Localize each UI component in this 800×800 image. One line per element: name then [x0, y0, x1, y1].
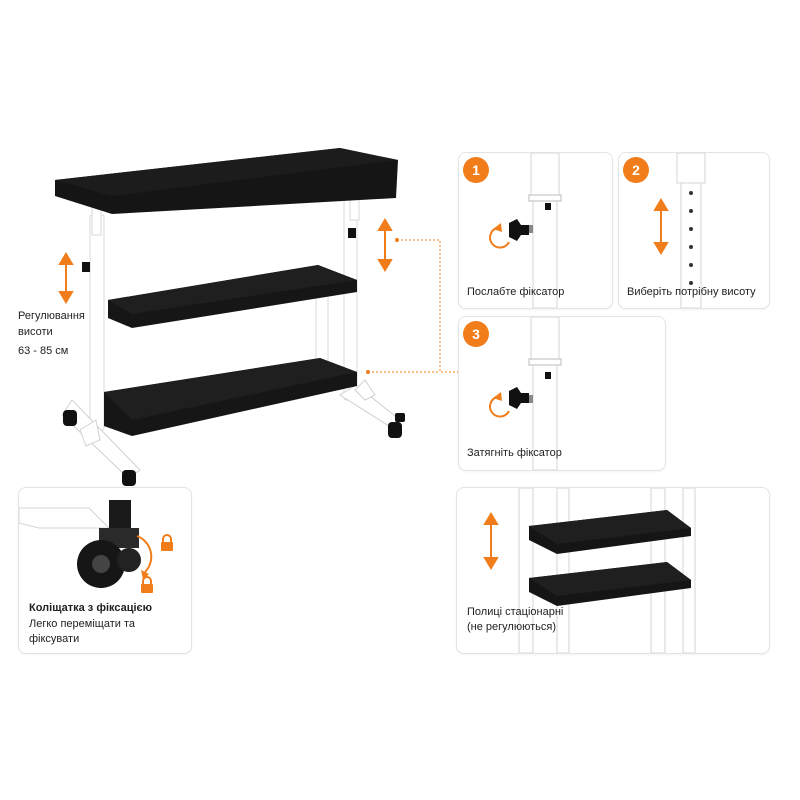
lock-icon	[161, 534, 173, 551]
wheels-drawing	[19, 500, 173, 593]
step-3-panel: 3 Затягніть фіксатор	[458, 316, 666, 471]
step-2-caption: Виберіть потрібну висоту	[627, 286, 756, 298]
step-3-caption: Затягніть фіксатор	[467, 447, 562, 459]
lock-icon	[141, 576, 153, 593]
wheels-subtitle: Легко переміщати та фіксувати	[29, 618, 135, 645]
step-1-badge: 1	[463, 157, 489, 183]
step-1-caption: Послабте фіксатор	[467, 286, 565, 298]
step-3-drawing	[489, 317, 562, 470]
locator-knob-icon	[509, 387, 533, 409]
step-1-panel: 1 Послабте фіксатор	[458, 152, 613, 309]
locator-knob-icon	[509, 219, 533, 241]
shelves-caption: Полиці стаціонарні (не регулюються)	[467, 606, 564, 633]
rotate-arrow-icon	[489, 396, 510, 418]
step-1-drawing	[489, 153, 562, 308]
wheels-panel: Коліщатка з фіксацією Легко переміщати т…	[18, 487, 192, 654]
step-2-drawing	[653, 153, 706, 308]
wheels-title: Коліщатка з фіксацією	[29, 602, 153, 614]
step-2-badge: 2	[623, 157, 649, 183]
step-2-panel: 2 Виберіть потрібну висоту	[618, 152, 770, 309]
height-range: 63 - 85 см	[18, 345, 69, 357]
height-label: Регулювання висоти	[18, 310, 85, 338]
step-3-badge: 3	[463, 321, 489, 347]
up-down-arrow-icon	[483, 512, 499, 570]
shelves-panel: Полиці стаціонарні (не регулюються)	[456, 487, 770, 654]
rotate-arrow-icon	[136, 535, 153, 573]
desk-drawing	[55, 148, 458, 486]
up-down-arrow-icon	[653, 198, 669, 255]
product-illustration: Регулювання висоти 63 - 85 см	[0, 0, 460, 500]
shelves-drawing	[483, 488, 696, 653]
rotate-arrow-icon	[489, 227, 510, 249]
